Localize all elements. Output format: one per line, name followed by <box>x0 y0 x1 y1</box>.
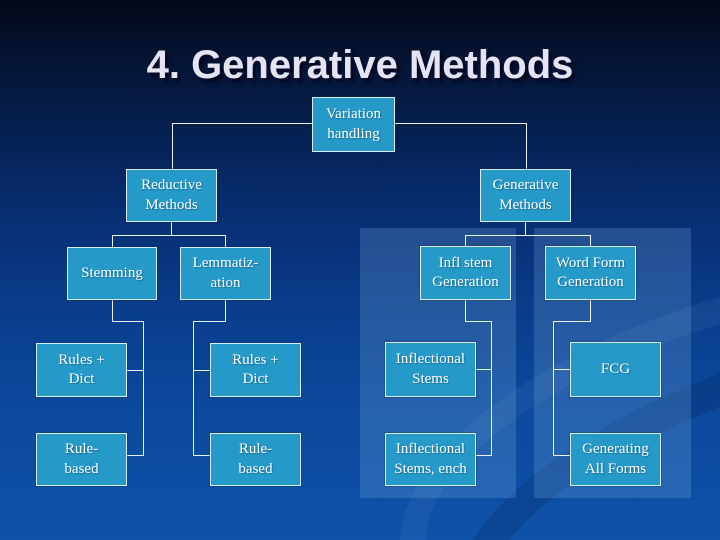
node-label: Rule- based <box>238 441 273 477</box>
connector-line <box>465 235 466 246</box>
node-label: Rules + Dict <box>58 351 105 388</box>
node-label: Rule- based <box>64 441 99 477</box>
connector-line <box>476 455 491 456</box>
node-variation-handling: Variation handling <box>312 97 395 152</box>
node-stemming-rules-dict: Rules + Dict <box>36 343 127 397</box>
node-lemmatization-rules-dict: Rules + Dict <box>210 343 301 397</box>
node-label: Inflectional Stems, ench <box>394 441 467 477</box>
node-stemming: Stemming <box>67 247 157 300</box>
connector-line <box>465 300 466 322</box>
node-inflectional-stems-ench: Inflectional Stems, ench <box>385 433 476 486</box>
connector-line <box>193 321 226 322</box>
connector-line <box>172 123 312 124</box>
connector-line <box>143 321 144 456</box>
node-inflectional-stems: Inflectional Stems <box>385 342 476 397</box>
connector-line <box>465 321 492 322</box>
node-label: Variation handling <box>326 106 381 142</box>
connector-line <box>112 321 144 322</box>
connector-line <box>225 235 226 247</box>
node-reductive-methods: Reductive Methods <box>126 169 217 222</box>
connector-line <box>225 300 226 322</box>
node-stemming-rule-based: Rule- based <box>36 433 127 486</box>
node-infl-stem-generation: Infl stem Generation <box>420 246 511 300</box>
connector-line <box>171 222 172 235</box>
node-label: Rules + Dict <box>232 351 279 388</box>
connector-line <box>112 235 226 236</box>
connector-line <box>193 370 210 371</box>
node-label: Reductive Methods <box>141 177 202 213</box>
connector-line <box>553 321 554 456</box>
node-word-form-generation: Word Form Generation <box>545 246 636 300</box>
connector-line <box>590 235 591 246</box>
node-label: Word Form Generation <box>555 254 626 291</box>
node-lemmatization: Lemmatiz- ation <box>180 247 271 300</box>
node-label: FCG <box>600 360 631 377</box>
connector-line <box>465 235 591 236</box>
node-label: Lemmatiz- ation <box>192 255 259 291</box>
connector-line <box>112 235 113 247</box>
connector-line <box>526 123 527 170</box>
connector-line <box>395 123 527 124</box>
connector-line <box>553 321 591 322</box>
connector-line <box>127 370 143 371</box>
connector-line <box>112 300 113 322</box>
node-generating-all-forms: Generating All Forms <box>570 433 661 486</box>
node-label: Stemming <box>81 264 143 281</box>
node-fcg: FCG <box>570 342 661 397</box>
connector-line <box>553 369 570 370</box>
connector-line <box>193 321 194 456</box>
connector-line <box>127 455 143 456</box>
node-label: Infl stem Generation <box>432 254 499 291</box>
connector-line <box>172 123 173 170</box>
node-label: Generating All Forms <box>582 441 649 477</box>
node-label: Generative Methods <box>492 177 559 213</box>
connector-line <box>491 321 492 456</box>
connector-line <box>590 300 591 322</box>
node-label: Inflectional Stems <box>395 351 466 387</box>
node-lemmatization-rule-based: Rule- based <box>210 433 301 486</box>
connector-line <box>476 369 491 370</box>
slide-title: 4. Generative Methods <box>146 43 574 87</box>
node-generative-methods: Generative Methods <box>480 169 571 222</box>
connector-line <box>193 455 210 456</box>
connector-line <box>553 455 570 456</box>
connector-line <box>525 222 526 235</box>
